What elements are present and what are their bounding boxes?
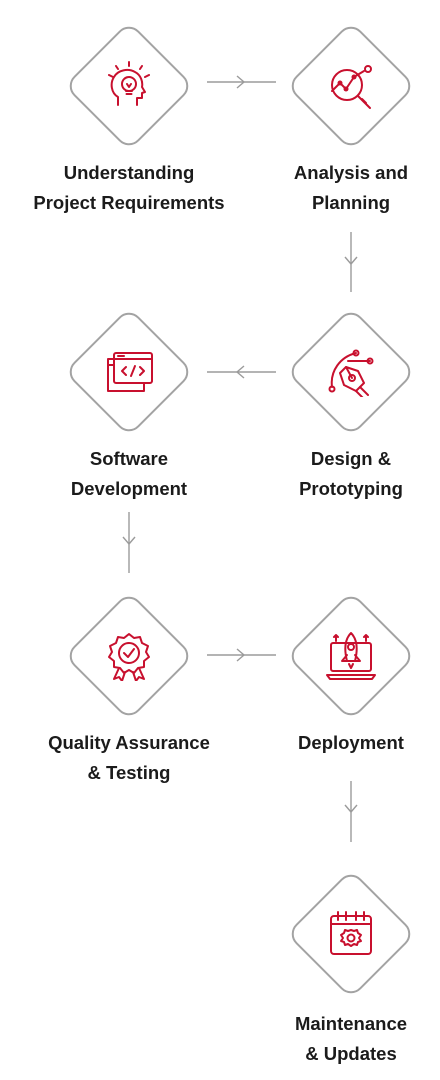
step-label: Quality Assurance & Testing [14, 728, 244, 788]
step-title-line1: Deployment [298, 732, 404, 753]
pen-tool-icon [328, 349, 374, 397]
step-title-line1: Analysis and [293, 162, 409, 183]
step-title-line1: Quality Assurance [48, 732, 210, 753]
step-label: Software Development [14, 444, 244, 504]
step-title-line2: Planning [311, 192, 391, 213]
step-title-line1: Software [89, 448, 169, 469]
quality-badge-icon [108, 633, 150, 681]
step-title-line1: Maintenance [294, 1013, 408, 1034]
step-title-line2: & Updates [305, 1043, 397, 1064]
step-title-line1: Design & [310, 448, 392, 469]
step-diamond [285, 20, 417, 152]
step-label: Understanding Project Requirements [14, 158, 244, 218]
step-diamond [285, 306, 417, 438]
step-diamond [63, 20, 195, 152]
step-title-line1: Understanding [63, 162, 195, 183]
step-label: Analysis and Planning [236, 158, 440, 218]
step-label: Maintenance & Updates [236, 1009, 440, 1069]
step-label: Deployment [236, 728, 440, 758]
code-window-icon [107, 352, 153, 392]
step-label: Design & Prototyping [236, 444, 440, 504]
arrow-down [344, 781, 358, 842]
arrow-down [344, 232, 358, 292]
arrow-right [207, 75, 276, 89]
step-diamond [285, 868, 417, 1000]
step-diamond [63, 306, 195, 438]
arrow-left [207, 365, 276, 379]
arrow-down [122, 512, 136, 573]
step-diamond [63, 590, 195, 722]
analysis-magnifier-icon [331, 65, 372, 109]
step-diamond [285, 590, 417, 722]
step-title-line2: Project Requirements [33, 192, 225, 213]
step-title-line2: & Testing [87, 762, 171, 783]
step-title-line2: Development [70, 478, 188, 499]
step-title-line2: Prototyping [299, 478, 403, 499]
rocket-laptop-icon [326, 632, 376, 680]
lightbulb-head-icon [108, 61, 150, 106]
calendar-gear-icon [330, 911, 372, 955]
arrow-right [207, 648, 276, 662]
